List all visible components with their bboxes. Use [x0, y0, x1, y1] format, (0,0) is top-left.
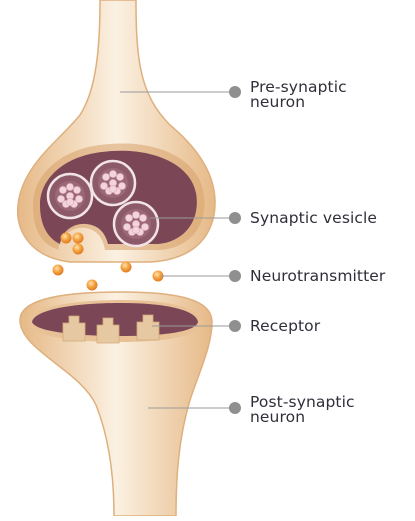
leader-dot — [229, 270, 241, 282]
neurotransmitter-molecule — [73, 233, 84, 244]
label-receptor: Receptor — [250, 319, 320, 334]
neurotransmitter-molecule — [87, 280, 98, 291]
vesicle-particle — [102, 173, 109, 180]
leader-dots — [229, 86, 241, 414]
vesicle-particle — [132, 211, 139, 218]
neurotransmitter-molecule — [121, 262, 132, 273]
vesicle-particle — [109, 170, 116, 177]
neurotransmitter-molecule — [53, 265, 64, 276]
label-synaptic-vesicle: Synaptic vesicle — [250, 211, 377, 226]
vesicle-particle — [132, 226, 139, 233]
label-line: Synaptic vesicle — [250, 211, 377, 226]
label-post-synaptic-neuron: Post-synaptic neuron — [250, 395, 355, 425]
vesicle-particle — [116, 173, 123, 180]
leader-dot — [229, 320, 241, 332]
neurotransmitter-molecule — [73, 244, 84, 255]
vesicle-particle — [109, 185, 116, 192]
leader-dot — [229, 212, 241, 224]
vesicle-particle — [59, 186, 66, 193]
label-pre-synaptic-neuron: Pre-synaptic neuron — [250, 80, 347, 110]
label-line: neuron — [250, 95, 347, 110]
vesicle-particle — [125, 214, 132, 221]
neurotransmitter-molecule — [61, 233, 72, 244]
label-line: neuron — [250, 410, 355, 425]
label-line: Receptor — [250, 319, 320, 334]
leader-dot — [229, 402, 241, 414]
label-neurotransmitter: Neurotransmitter — [250, 269, 385, 284]
vesicle-particle — [73, 186, 80, 193]
leader-dot — [229, 86, 241, 98]
vesicle-particle — [66, 198, 73, 205]
label-line: Neurotransmitter — [250, 269, 385, 284]
vesicle-particle — [139, 214, 146, 221]
vesicle-particle — [66, 183, 73, 190]
